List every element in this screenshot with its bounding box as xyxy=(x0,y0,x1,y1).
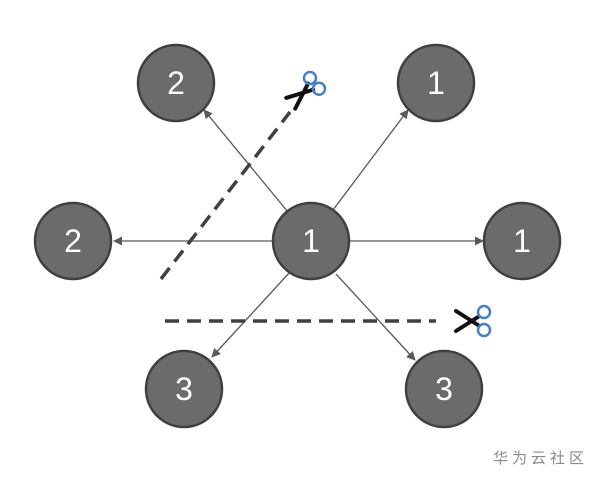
node-left: 2 xyxy=(33,201,113,281)
node-right: 1 xyxy=(482,201,562,281)
node-label: 1 xyxy=(513,223,531,259)
node-label: 3 xyxy=(435,371,453,407)
edge-to-bottom-right xyxy=(335,273,416,361)
node-label: 1 xyxy=(427,65,445,101)
node-top-right: 1 xyxy=(396,43,476,123)
node-label: 2 xyxy=(64,223,82,259)
node-label: 1 xyxy=(302,223,320,259)
scissors-icon xyxy=(454,304,492,338)
node-label: 3 xyxy=(175,371,193,407)
edge-to-top-right xyxy=(332,109,409,211)
edge-to-top-left xyxy=(203,109,289,213)
node-top-left: 2 xyxy=(136,43,216,123)
edges xyxy=(113,109,484,361)
edge-to-bottom-left xyxy=(211,271,291,358)
cut-line-diagonal xyxy=(159,110,292,281)
node-bottom-left: 3 xyxy=(144,349,224,429)
node-center: 1 xyxy=(271,201,351,281)
scissors-icon xyxy=(284,70,327,111)
node-label: 2 xyxy=(167,65,185,101)
watermark: 华为云社区 xyxy=(492,449,588,467)
node-bottom-right: 3 xyxy=(404,349,484,429)
